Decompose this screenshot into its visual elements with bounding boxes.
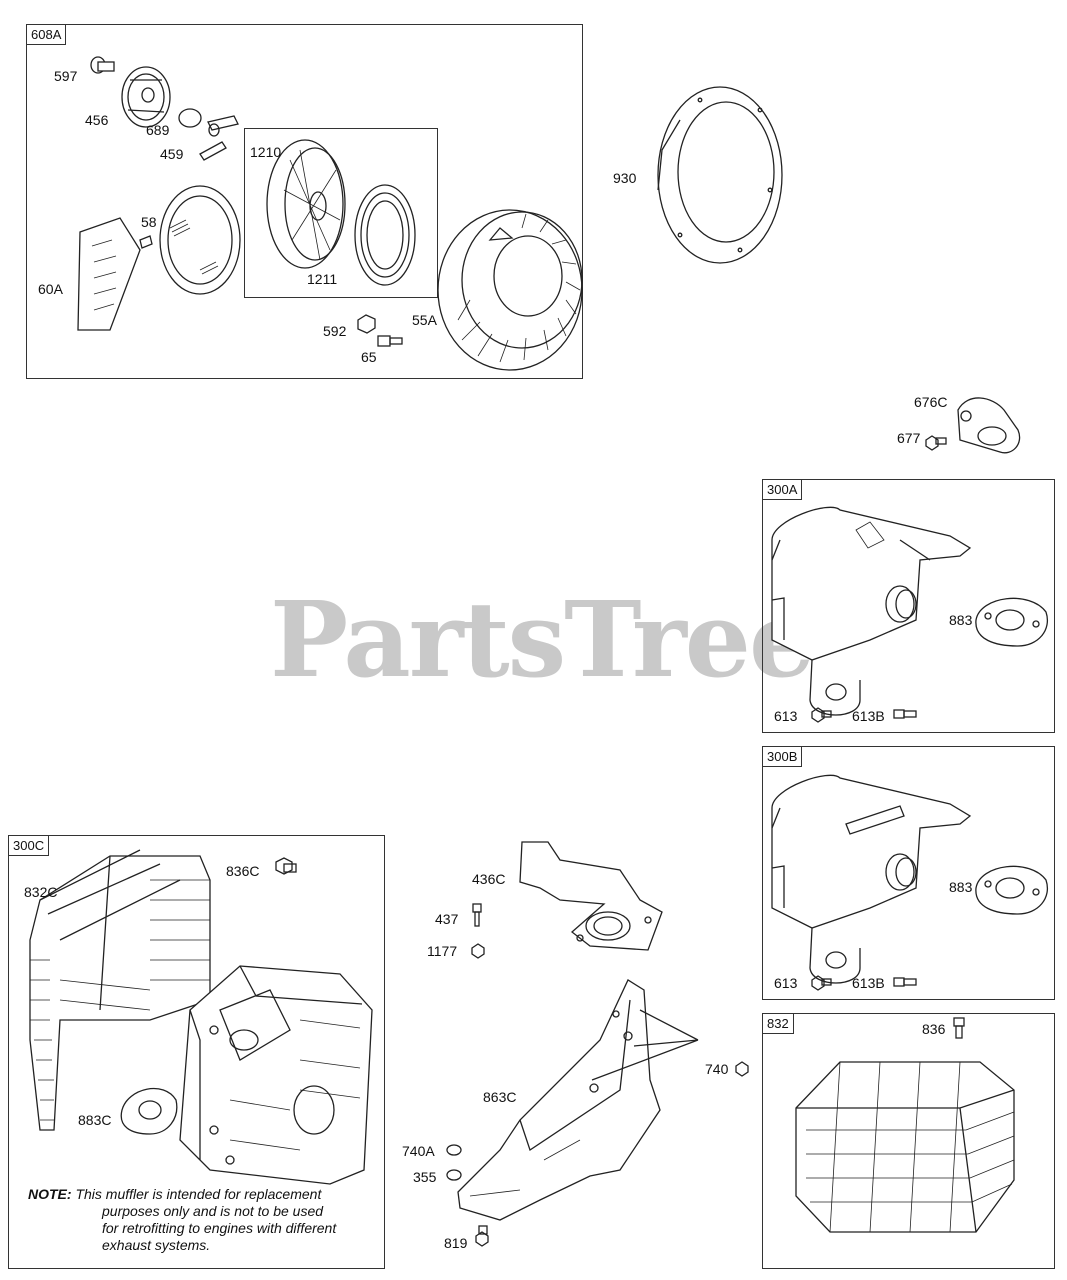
spring-1211-icon bbox=[354, 184, 416, 286]
part-label: 836C bbox=[226, 863, 260, 879]
part-label: 355 bbox=[413, 1169, 437, 1185]
subgroup-608A-starter bbox=[244, 128, 438, 298]
pin-597-icon bbox=[90, 56, 115, 74]
part-label: 740 bbox=[705, 1061, 729, 1077]
part-label: 613 bbox=[774, 708, 798, 724]
group-label: 300A bbox=[762, 479, 803, 500]
screw-836-icon bbox=[953, 1017, 965, 1039]
group-label: 608A bbox=[26, 24, 67, 45]
group-300A: 300A bbox=[762, 479, 1055, 733]
group-label: 832 bbox=[762, 1013, 794, 1034]
part-label: 1210 bbox=[250, 144, 282, 160]
muffler-300B-icon bbox=[771, 774, 972, 984]
guard-676C-icon bbox=[957, 397, 1021, 454]
stud-613B-icon bbox=[893, 709, 917, 719]
part-label: 883C bbox=[78, 1112, 112, 1128]
screw-613-b-icon bbox=[811, 975, 832, 991]
group-label: 300C bbox=[8, 835, 50, 856]
pawl-459-icon bbox=[199, 115, 239, 161]
leader-lines-740 bbox=[591, 1009, 699, 1081]
note-line: for retrofitting to engines with differe… bbox=[102, 1220, 337, 1236]
part-label: 65 bbox=[361, 349, 377, 365]
part-label: 58 bbox=[141, 214, 157, 230]
note-line: exhaust systems. bbox=[102, 1237, 211, 1253]
muffler-300C-icon bbox=[179, 965, 373, 1185]
starter-pulley-1210-icon bbox=[266, 139, 346, 269]
gasket-883-b-icon bbox=[975, 865, 1048, 915]
group-608A: 608A bbox=[26, 24, 583, 379]
ring-689-icon bbox=[178, 108, 202, 128]
screw-819-icon bbox=[475, 1225, 489, 1247]
group-300B: 300B bbox=[762, 746, 1055, 1000]
note-prefix: NOTE: bbox=[28, 1186, 72, 1202]
part-label: 819 bbox=[444, 1235, 468, 1251]
note-line: This muffler is intended for replacement bbox=[75, 1186, 322, 1202]
part-label: 436C bbox=[472, 871, 506, 887]
spark-guard-832-icon bbox=[795, 1061, 1015, 1233]
part-label: 832C bbox=[24, 884, 58, 900]
bracket-863C-icon bbox=[457, 979, 661, 1221]
group-300C: 300C bbox=[8, 835, 385, 1269]
nut-740A-icon bbox=[446, 1144, 462, 1156]
blower-housing-55A-icon bbox=[437, 209, 583, 371]
muffler-300A-icon bbox=[771, 506, 972, 716]
pulley-456-icon bbox=[121, 66, 171, 128]
note-line: purposes only and is not to be used bbox=[102, 1203, 324, 1219]
screw-677-icon bbox=[925, 435, 947, 451]
part-label: 740A bbox=[402, 1143, 435, 1159]
washer-355-icon bbox=[446, 1169, 462, 1181]
nut-1177-icon bbox=[471, 943, 485, 959]
screw-613-icon bbox=[811, 707, 832, 723]
guard-832C-icon bbox=[29, 849, 211, 1131]
part-label: 437 bbox=[435, 911, 459, 927]
part-label: 676C bbox=[914, 394, 948, 410]
gasket-883-icon bbox=[975, 597, 1048, 647]
part-label: 883 bbox=[949, 879, 973, 895]
part-label: 930 bbox=[613, 170, 637, 186]
part-label: 883 bbox=[949, 612, 973, 628]
muffler-note: NOTE: This muffler is intended for repla… bbox=[28, 1186, 368, 1254]
part-label: 613B bbox=[852, 708, 885, 724]
part-label: 613 bbox=[774, 975, 798, 991]
nut-740-icon bbox=[735, 1061, 749, 1077]
handle-60A-icon bbox=[77, 217, 153, 331]
part-label: 1211 bbox=[307, 271, 338, 287]
stud-613B-b-icon bbox=[893, 977, 917, 987]
part-label: 459 bbox=[160, 146, 184, 162]
part-label: 677 bbox=[897, 430, 921, 446]
part-label: 689 bbox=[146, 122, 170, 138]
part-label: 55A bbox=[412, 312, 437, 328]
part-label: 60A bbox=[38, 281, 63, 297]
screw-65-icon bbox=[377, 335, 403, 347]
screw-437-icon bbox=[472, 903, 482, 927]
nut-592-icon bbox=[357, 314, 376, 334]
rope-58-icon bbox=[159, 185, 241, 295]
watermark: PartsTree® bbox=[270, 578, 824, 701]
screw-836C-icon bbox=[275, 857, 297, 875]
part-label: 613B bbox=[852, 975, 885, 991]
part-label: 836 bbox=[922, 1021, 946, 1037]
part-label: 592 bbox=[323, 323, 347, 339]
part-label: 456 bbox=[85, 112, 109, 128]
part-label: 1177 bbox=[427, 943, 458, 959]
part-label: 597 bbox=[54, 68, 78, 84]
group-label: 300B bbox=[762, 746, 803, 767]
part-label: 863C bbox=[483, 1089, 517, 1105]
blower-ring-930-icon bbox=[657, 86, 783, 264]
group-832: 832 bbox=[762, 1013, 1055, 1269]
gasket-883C-icon bbox=[120, 1087, 178, 1135]
exhaust-elbow-436C-icon bbox=[519, 841, 663, 951]
